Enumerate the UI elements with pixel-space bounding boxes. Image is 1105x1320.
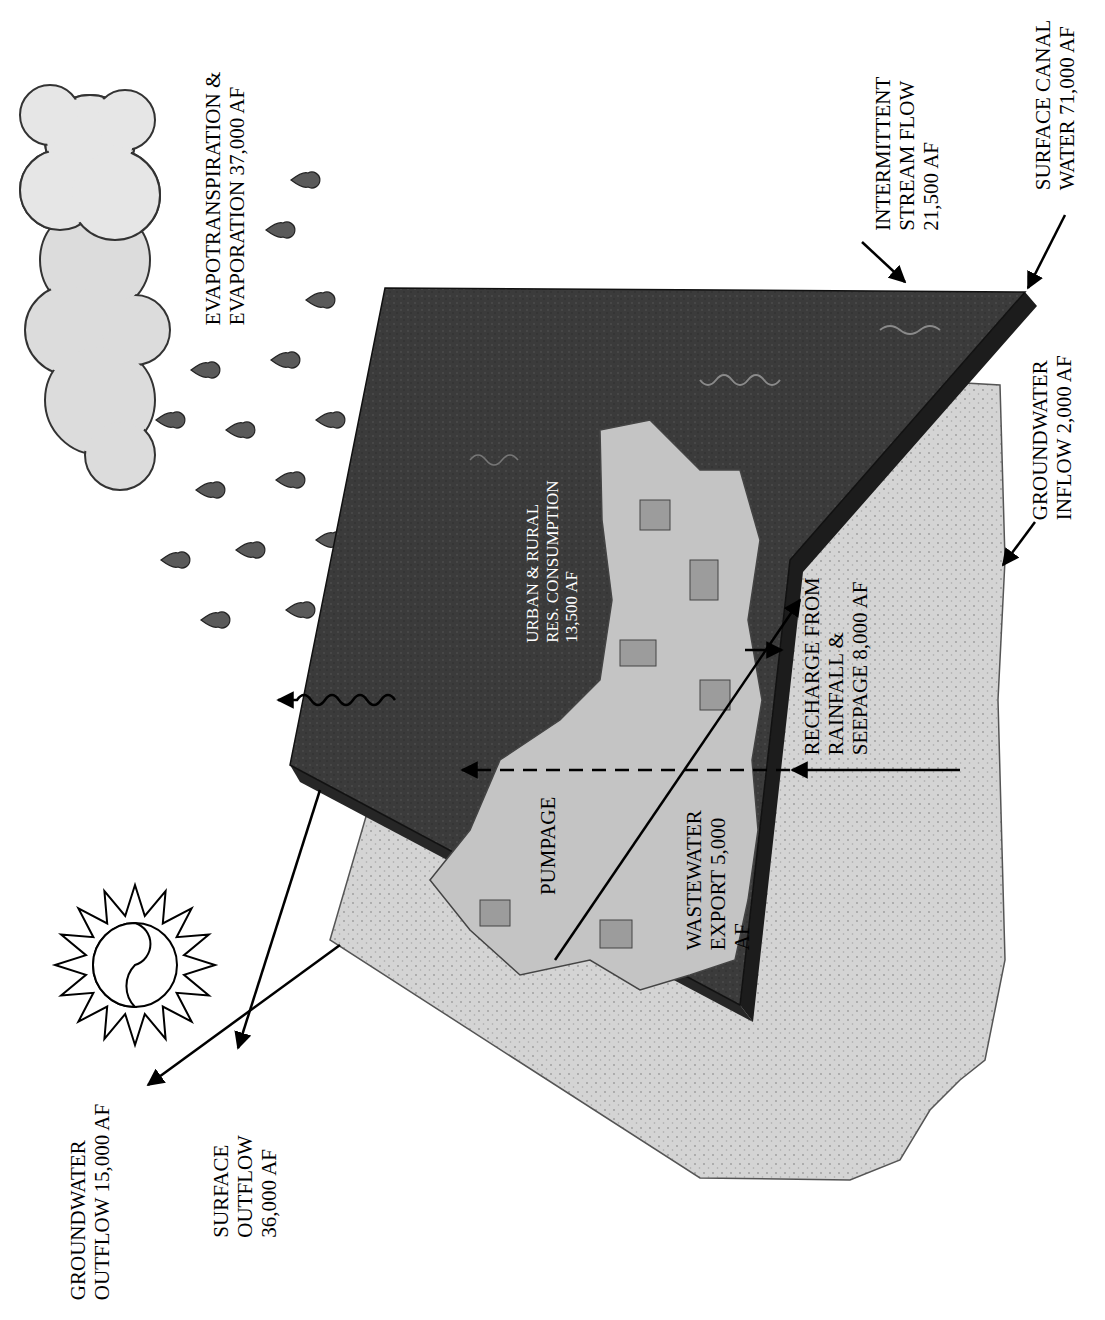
- flow-label: EVAPOTRANSPIRATION & EVAPORATION 37,000 …: [201, 25, 249, 325]
- cloud: [20, 85, 160, 240]
- raindrop: [316, 412, 345, 428]
- flow-label: SURFACE OUTFLOW 36,000 AF: [209, 1073, 281, 1238]
- raindrop: [266, 222, 295, 238]
- raindrop: [161, 552, 190, 568]
- stream: [880, 326, 940, 334]
- raindrop: [276, 472, 305, 488]
- raindrop: [236, 542, 265, 558]
- flow-label: PUMPAGE: [536, 785, 560, 895]
- raindrop: [291, 172, 320, 188]
- flow-label: GROUNDWATER INFLOW 2,000 AF: [1028, 330, 1076, 520]
- sun: [55, 885, 215, 1045]
- flow-label: RECHARGE FROM RAINFALL & SEEPAGE 8,000 A…: [800, 545, 872, 755]
- raindrop: [196, 482, 225, 498]
- raindrop: [226, 422, 255, 438]
- raindrop: [201, 612, 230, 628]
- urban-area: [430, 420, 762, 990]
- flow-label: GROUNDWATER OUTFLOW 15,000 AF: [66, 1100, 114, 1300]
- raindrop: [191, 362, 220, 378]
- flow-label: URBAN & RURAL RES. CONSUMPTION 13,500 AF: [523, 477, 582, 642]
- raindrop: [306, 292, 335, 308]
- raindrop: [156, 412, 185, 428]
- stream: [470, 455, 518, 465]
- flow-arrows: [148, 215, 1065, 1085]
- stream: [700, 375, 780, 385]
- flow-label: SURFACE CANAL WATER 71,000 AF: [1031, 20, 1079, 190]
- flow-label: WASTEWATER EXPORT 5,000 AF: [682, 790, 754, 950]
- flow-label: INTERMITTENT STREAM FLOW 21,500 AF: [871, 26, 943, 231]
- surface-slab: [290, 288, 1025, 1005]
- raindrop: [271, 352, 300, 368]
- raindrop: [286, 602, 315, 618]
- cloud: [20, 95, 170, 490]
